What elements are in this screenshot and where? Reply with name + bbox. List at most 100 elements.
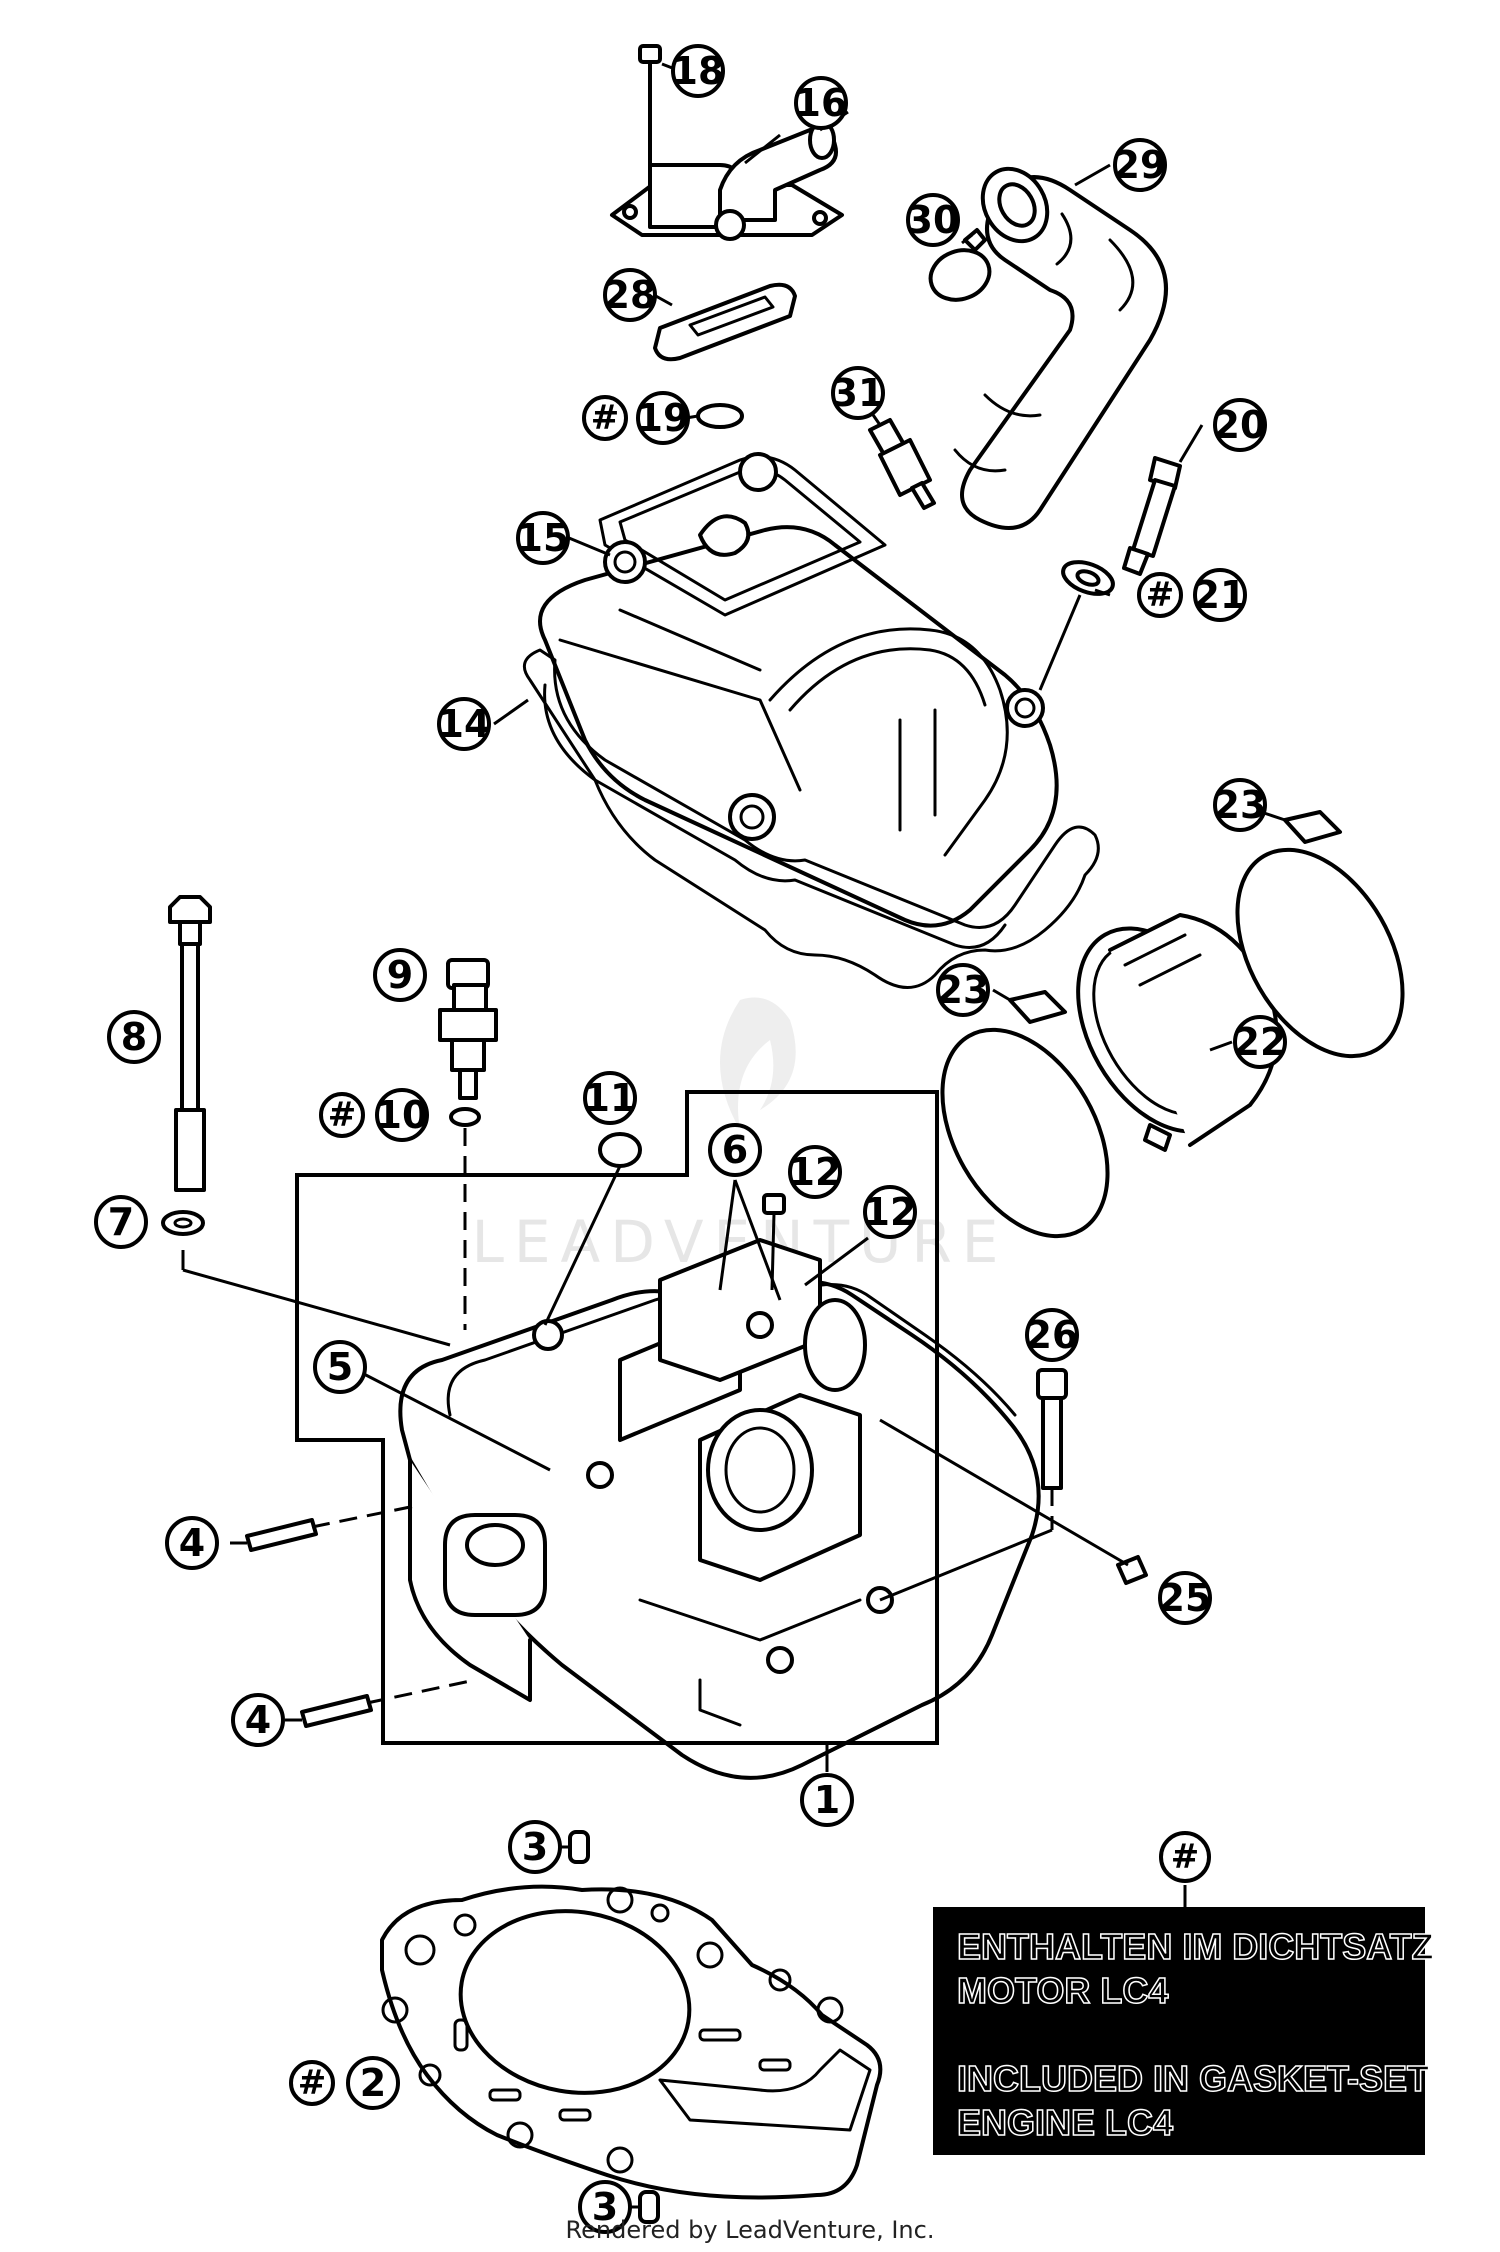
part-16-thermostat-housing (610, 120, 844, 241)
svg-text:4: 4 (179, 1521, 205, 1565)
svg-text:14: 14 (438, 702, 491, 746)
svg-text:12: 12 (864, 1190, 917, 1234)
footer-credit: Rendered by LeadVenture, Inc. (565, 2216, 935, 2244)
svg-text:28: 28 (604, 273, 657, 317)
callout-14: 14 (437, 697, 491, 751)
svg-text:18: 18 (672, 49, 725, 93)
callout-20: 20 (1213, 398, 1267, 452)
callout-7: 7 (94, 1195, 148, 1249)
part-21-washer (1061, 560, 1115, 596)
callout-5: 5 (313, 1340, 367, 1394)
callout-8: 8 (107, 1010, 161, 1064)
callout-6: 6 (708, 1123, 762, 1177)
svg-text:#: # (328, 1095, 357, 1135)
callout-10: 10 (375, 1088, 429, 1142)
part-10-o-ring (449, 1107, 481, 1127)
svg-text:23: 23 (937, 968, 990, 1012)
svg-text:5: 5 (327, 1345, 353, 1389)
callout-10-hash: # (319, 1092, 365, 1138)
callout-26: 26 (1025, 1308, 1079, 1362)
part-18-bolt (638, 44, 662, 172)
svg-text:#: # (1146, 575, 1175, 615)
part-7-washer (161, 1210, 205, 1236)
callout-4-lower: 4 (231, 1693, 285, 1747)
callout-4-upper: 4 (165, 1516, 219, 1570)
part-30-hose-clamp (928, 228, 992, 302)
callout-2: 2 (346, 2056, 400, 2110)
callout-16: 16 (794, 76, 848, 130)
gasket-set-note: ENTHALTEN IM DICHTSATZ MOTOR LC4 INCLUDE… (933, 1907, 1434, 2155)
part-8-bolt (168, 895, 212, 1192)
callout-hash-note: # (1159, 1831, 1211, 1883)
callout-12-right: 12 (863, 1185, 917, 1239)
svg-text:8: 8 (121, 1015, 147, 1059)
part-29-hose (953, 166, 1168, 530)
callout-21: 21 (1193, 568, 1247, 622)
callout-12-left: 12 (788, 1145, 842, 1199)
part-19-o-ring (696, 403, 744, 429)
svg-text:30: 30 (907, 198, 960, 242)
part-11-plug (598, 1132, 642, 1168)
callout-15: 15 (516, 511, 570, 565)
svg-text:3: 3 (522, 1825, 548, 1869)
callout-1: 1 (800, 1773, 854, 1827)
part-2-head-gasket (380, 1884, 883, 2200)
callout-23-upper: 23 (1213, 778, 1267, 832)
svg-text:22: 22 (1234, 1020, 1287, 1064)
part-31-sensor (868, 418, 936, 510)
callout-2-hash: # (289, 2060, 335, 2106)
svg-text:11: 11 (584, 1076, 637, 1120)
assembly-frame (295, 1090, 939, 1745)
note-spacer (957, 2013, 1401, 2057)
part-22-intake-manifold (1076, 913, 1279, 1152)
svg-text:31: 31 (832, 371, 885, 415)
callout-25: 25 (1158, 1571, 1212, 1625)
note-line-4: ENGINE LC4 (956, 2101, 1174, 2144)
part-26-bolt (1036, 1368, 1068, 1490)
svg-text:12: 12 (789, 1150, 842, 1194)
svg-text:25: 25 (1159, 1576, 1212, 1620)
svg-text:7: 7 (108, 1200, 134, 1244)
part-1-cylinder-head (398, 1238, 1041, 1780)
svg-text:21: 21 (1194, 573, 1247, 617)
callout-30: 30 (906, 193, 960, 247)
svg-text:6: 6 (722, 1128, 748, 1172)
svg-text:19: 19 (637, 396, 690, 440)
svg-text:10: 10 (376, 1093, 429, 1137)
leader-lines (181, 62, 1286, 2209)
part-9-temperature-sensor (438, 958, 498, 1100)
callout-9: 9 (373, 948, 427, 1002)
part-23-clamp-lower (940, 990, 1110, 1239)
svg-text:1: 1 (814, 1778, 840, 1822)
callout-23-lower: 23 (936, 963, 990, 1017)
callout-31: 31 (831, 366, 885, 420)
svg-text:20: 20 (1214, 403, 1267, 447)
svg-text:15: 15 (517, 516, 570, 560)
callout-3-upper: 3 (508, 1820, 562, 1874)
callout-3-lower: 3 (578, 2180, 632, 2234)
part-4-dowel-pin (245, 1518, 373, 1728)
svg-text:4: 4 (245, 1698, 271, 1742)
svg-text:9: 9 (387, 953, 413, 997)
svg-text:#: # (1171, 1837, 1200, 1877)
note-line-3: INCLUDED IN GASKET-SET (956, 2057, 1430, 2100)
svg-text:2: 2 (360, 2061, 386, 2105)
svg-text:#: # (298, 2063, 327, 2103)
part-14-gasket (522, 648, 1100, 989)
svg-text:26: 26 (1026, 1313, 1079, 1357)
part-23-clamp-upper (1235, 810, 1405, 1059)
part-20-bolt (1122, 456, 1182, 576)
callout-21-hash: # (1137, 572, 1183, 618)
svg-text:29: 29 (1114, 143, 1167, 187)
part-12-screw-plug (762, 1193, 786, 1215)
svg-text:16: 16 (795, 81, 848, 125)
svg-text:#: # (591, 398, 620, 438)
svg-text:23: 23 (1214, 783, 1267, 827)
callout-19: 19 (636, 391, 690, 445)
callout-28: 28 (603, 268, 657, 322)
callout-11: 11 (583, 1071, 637, 1125)
svg-text:3: 3 (592, 2185, 618, 2229)
part-28-gasket (653, 282, 797, 362)
part-15-valve-cover (538, 452, 1059, 928)
